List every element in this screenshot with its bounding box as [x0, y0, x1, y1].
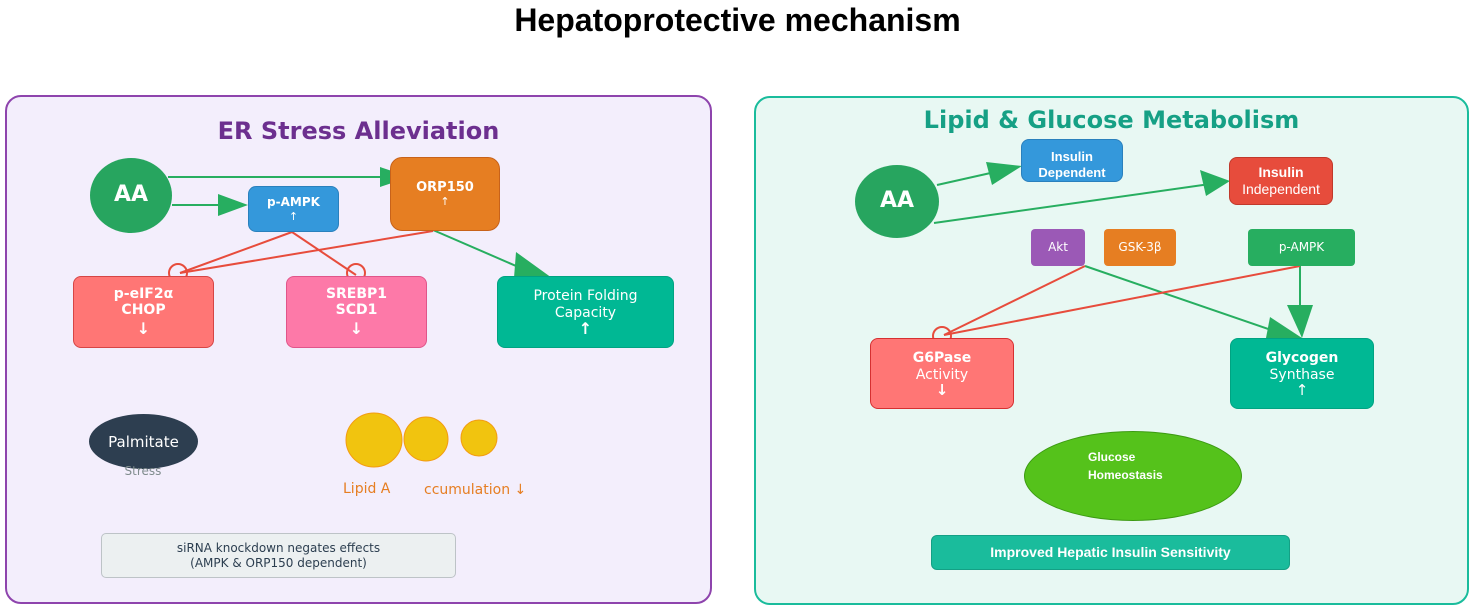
palmitate-label: Palmitate: [108, 432, 179, 451]
aa-node-right: AA: [855, 165, 939, 238]
protein-folding-node: Protein Folding Capacity ↑: [497, 276, 674, 348]
glucose-homeostasis-node: Glucose Homeostasis: [1024, 431, 1242, 521]
sirna-note-line1: siRNA knockdown negates effects: [176, 541, 381, 556]
insulin-dependent-node: Insulin Dependent: [1021, 139, 1123, 182]
gsk3b-label: GSK-3β: [1118, 240, 1162, 255]
lipid-accumulation-label: ccumulation ↓: [424, 482, 527, 498]
glycogen-label: Glycogen: [1265, 349, 1339, 366]
up-arrow-icon: ↑: [288, 209, 299, 223]
capacity-label: Capacity: [554, 304, 617, 321]
peif2a-label: p-eIF2α: [113, 285, 174, 302]
pampk-node-left: p-AMPK ↑: [248, 186, 339, 232]
sirna-note-line2: (AMPK & ORP150 dependent): [190, 555, 367, 570]
activity-label: Activity: [915, 366, 969, 383]
pampk-label: p-AMPK: [1278, 240, 1325, 255]
stress-label: Stress: [124, 464, 162, 478]
up-arrow-icon: ↑: [578, 318, 593, 338]
insulin-dependent-label: Insulin Dependent: [1038, 149, 1106, 180]
lipid-label-a: Lipid A: [343, 481, 391, 497]
down-arrow-icon: ↓: [136, 319, 151, 339]
gsk3b-node: GSK-3β: [1104, 229, 1176, 266]
synthase-label: Synthase: [1269, 366, 1335, 383]
sirna-note: siRNA knockdown negates effects (AMPK & …: [101, 533, 456, 578]
peif2a-chop-node: p-eIF2α CHOP ↓: [73, 276, 214, 348]
orp150-label: ORP150: [416, 179, 474, 195]
glycogen-synthase-node: Glycogen Synthase ↑: [1230, 338, 1374, 409]
insulin-independent-node: Insulin Independent: [1229, 157, 1333, 205]
aa-node-left: AA: [90, 158, 172, 233]
orp150-node: ORP150 ↑: [390, 157, 500, 231]
pampk-node-right: p-AMPK: [1248, 229, 1355, 266]
homeostasis-label: Homeostasis: [1088, 468, 1163, 483]
akt-label: Akt: [1048, 240, 1068, 255]
insulin-label: Insulin: [1258, 164, 1304, 181]
glucose-label: Glucose: [1088, 450, 1136, 464]
akt-node: Akt: [1031, 229, 1085, 266]
srebp1-label: SREBP1: [325, 285, 388, 302]
conclusion-box: Improved Hepatic Insulin Sensitivity: [931, 535, 1290, 570]
pampk-label: p-AMPK: [267, 195, 320, 210]
down-arrow-icon: ↓: [935, 380, 949, 399]
figure-title: Hepatoprotective mechanism: [514, 2, 961, 38]
independent-label: Independent: [1242, 181, 1320, 197]
scd1-label: SCD1: [335, 302, 378, 319]
protein-folding-label: Protein Folding: [533, 288, 638, 304]
up-arrow-icon: ↑: [1295, 380, 1309, 399]
er-stress-panel-title: ER Stress Alleviation: [217, 117, 500, 145]
conclusion-label: Improved Hepatic Insulin Sensitivity: [990, 544, 1231, 561]
up-arrow-icon: ↑: [440, 195, 450, 209]
g6pase-label: G6Pase: [912, 349, 972, 366]
down-arrow-icon: ↓: [349, 319, 364, 339]
palmitate-node: Palmitate: [89, 414, 198, 469]
metabolism-panel-title: Lipid & Glucose Metabolism: [923, 106, 1300, 134]
g6pase-node: G6Pase Activity ↓: [870, 338, 1014, 409]
aa-label: AA: [879, 188, 915, 214]
srebp1-scd1-node: SREBP1 SCD1 ↓: [286, 276, 427, 348]
chop-label: CHOP: [121, 302, 166, 319]
aa-label: AA: [113, 182, 149, 208]
